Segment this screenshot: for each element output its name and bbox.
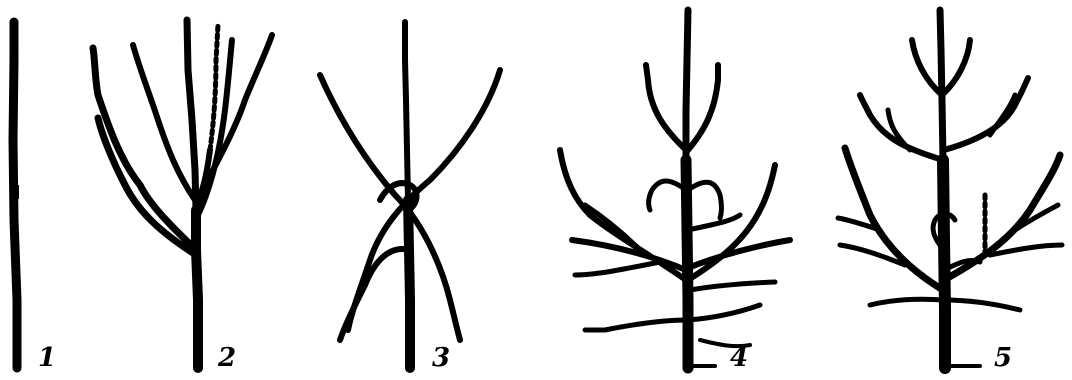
tree-4-inner-arch-left <box>649 181 686 210</box>
tree-4-tier1-left-low <box>575 262 660 275</box>
tree-5-top-right <box>942 40 970 95</box>
tree-4-inner-arch-right <box>688 182 722 218</box>
tree-5-upper-right <box>944 78 1028 150</box>
tree-4-lower-right <box>688 305 760 320</box>
tree-4-top-right <box>688 65 718 150</box>
tree-3-branch-left-arc <box>320 75 460 340</box>
tree-4-leader <box>686 10 688 160</box>
tree-4-inner-right <box>688 215 740 230</box>
tree-5-lower-left <box>870 299 944 305</box>
tree-stage-3 <box>320 22 500 368</box>
tree-5-upper-left <box>860 95 943 160</box>
tree-1-top <box>13 25 14 60</box>
tree-1-bud <box>11 185 19 199</box>
tree-4-tier1-right-low <box>690 282 775 290</box>
label-2: 2 <box>217 343 236 373</box>
tree-5-mid-left <box>845 148 943 290</box>
tree-stage-2 <box>93 20 272 368</box>
tree-2-leader <box>187 20 196 210</box>
tree-5-leader <box>940 10 943 160</box>
label-3: 3 <box>432 343 450 373</box>
tree-3-trunk <box>408 200 410 368</box>
label-4: 4 <box>730 343 748 373</box>
tree-stage-4 <box>560 10 790 368</box>
tree-5-trunk <box>943 160 945 368</box>
tree-5-lower-right <box>944 300 1020 310</box>
label-5: 5 <box>994 343 1012 373</box>
tree-4-top-left <box>646 65 686 150</box>
tree-4-lower-left <box>585 320 688 330</box>
tree-2-branch-removed <box>210 25 218 150</box>
tree-stage-5 <box>838 10 1062 368</box>
tree-stage-1 <box>11 22 19 368</box>
tree-2-branch-right-outer <box>200 35 272 195</box>
tree-3-leader <box>405 22 408 200</box>
tree-3-branch-right-arc <box>348 70 500 330</box>
tree-2-trunk <box>196 210 198 368</box>
label-1: 1 <box>38 343 56 373</box>
